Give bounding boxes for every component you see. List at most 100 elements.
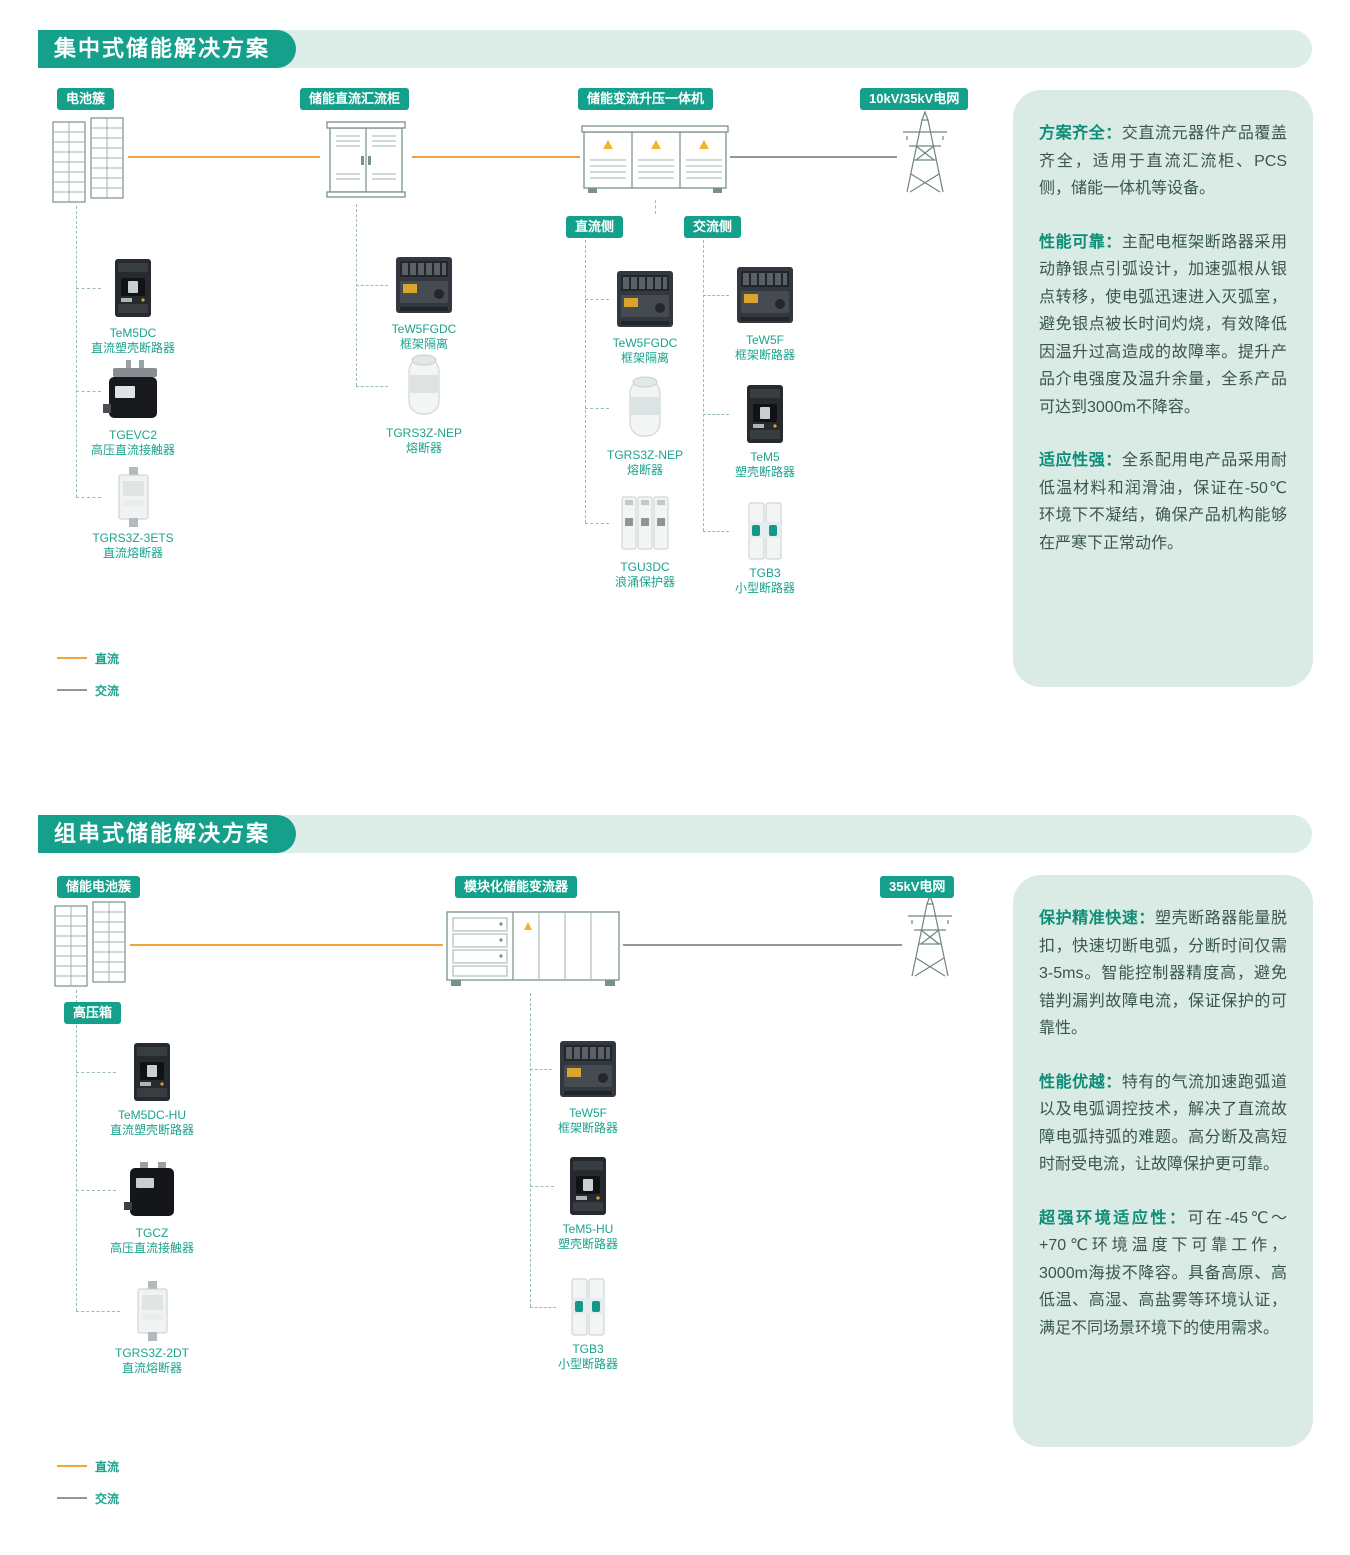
dashed-connector [585,299,609,300]
dc-side-label: 直流侧 [566,216,624,238]
product-label: TGRS3Z-2DT 直流熔断器 [77,1346,227,1376]
product-label: TeM5-HU 塑壳断路器 [513,1222,663,1252]
dashed-connector [76,391,101,392]
product-model: TeW5FGDC [391,322,457,336]
product-model: TGRS3Z-2DT [114,1346,189,1360]
dashed-connector [703,295,729,296]
section1-info-panel: 方案齐全：交直流元器件产品覆盖齐全，适用于直流汇流柜、PCS侧，储能一体机等设备… [1013,90,1313,687]
product-model: TGB3 [572,1342,604,1356]
ac-side-label: 交流侧 [684,216,742,238]
product-model: TeM5DC-HU [117,1108,186,1122]
info-lead: 超强环境适应性： [1039,1209,1188,1227]
product-model: TeW5FGDC [612,336,678,350]
legend-ac-line [57,1497,87,1499]
product-model: TGRS3Z-NEP [385,426,462,440]
hv-box-label: 高压箱 [64,1002,122,1024]
info-paragraph: 性能可靠：主配电框架断路器采用动静银点引弧设计，加速弧根从银点转移，使电弧迅速进… [1039,229,1287,422]
product-desc: 高压直流接触器 [109,1241,194,1255]
info-lead: 适应性强： [1039,452,1122,470]
info-body: 塑壳断路器能量脱扣，快速切断电弧，分断时间仅需3-5ms。智能控制器精度高，避免… [1039,910,1287,1038]
product-desc: 直流塑壳断路器 [109,1123,194,1137]
node-battery-cluster-label: 电池簇 [57,88,115,110]
legend-dc-line [57,657,87,659]
air-frame-breaker-icon [392,252,456,318]
dashed-connector [530,993,531,1307]
info-body: 主配电框架断路器采用动静银点引弧设计，加速弧根从银点转移，使电弧迅速进入灭弧室，… [1039,233,1287,416]
product-label: TGRS3Z-NEP 熔断器 [570,448,720,478]
dashed-connector [76,206,77,497]
product-model: TeW5F [745,333,784,347]
dashed-connector [530,1307,556,1308]
transmission-tower-icon [897,108,953,194]
dashed-connector [530,1186,554,1187]
product-model: TeM5-HU [562,1222,614,1236]
product-desc: 直流熔断器 [121,1361,182,1375]
cylindrical-fuse-icon [396,350,452,422]
info-paragraph: 保护精准快速：塑壳断路器能量脱扣，快速切断电弧，分断时间仅需3-5ms。智能控制… [1039,905,1287,1043]
dashed-connector [585,240,586,523]
air-frame-breaker-icon [613,266,677,332]
ac-connection-line [730,156,897,158]
combiner-cabinet-icon [320,112,412,204]
cylindrical-fuse-icon [617,372,673,444]
product-model: TGEVC2 [108,428,157,442]
dashed-connector [585,408,609,409]
hv-dc-contactor-icon [101,358,165,424]
info-paragraph: 性能优越：特有的气流加速跑弧道以及电弧调控技术，解决了直流故障电弧持弧的难题。高… [1039,1069,1287,1179]
dashed-connector [655,200,656,214]
dashed-connector [356,285,388,286]
info-body: 全系配用电产品采用耐低温材料和润滑油，保证在-50℃环境下不凝结，确保产品机构能… [1039,452,1287,552]
dc-connection-line [412,156,580,158]
air-frame-breaker-icon [556,1036,620,1102]
node-dc-combiner-label: 储能直流汇流柜 [300,88,410,110]
legend-ac-line [57,689,87,691]
dashed-connector [76,288,101,289]
product-desc: 框架隔离 [399,337,448,351]
info-lead: 方案齐全： [1039,125,1122,142]
product-model: TGCZ [135,1226,169,1240]
modular-converter-icon [443,898,623,993]
dashed-connector [585,523,609,524]
product-desc: 小型断路器 [557,1357,618,1371]
product-label: TGRS3Z-NEP 熔断器 [349,426,499,456]
product-label: TeM5DC 直流塑壳断路器 [58,326,208,356]
product-model: TeW5F [568,1106,607,1120]
dashed-connector [356,204,357,386]
product-label: TGU3DC 浪涌保护器 [570,560,720,590]
node-grid-label: 10kV/35kV电网 [860,88,969,110]
section2-info-panel: 保护精准快速：塑壳断路器能量脱扣，快速切断电弧，分断时间仅需3-5ms。智能控制… [1013,875,1313,1447]
info-paragraph: 方案齐全：交直流元器件产品覆盖齐全，适用于直流汇流柜、PCS侧，储能一体机等设备… [1039,120,1287,203]
dashed-connector [76,1311,120,1312]
info-paragraph: 适应性强：全系配用电产品采用耐低温材料和润滑油，保证在-50℃环境下不凝结，确保… [1039,447,1287,557]
product-label: TGCZ 高压直流接触器 [77,1226,227,1256]
legend-dc-label: 直流 [95,1460,120,1474]
battery-rack-icon [50,898,130,990]
product-label: TGB3 小型断路器 [690,566,840,596]
dc-connection-line [130,944,443,946]
product-desc: 浪涌保护器 [614,575,675,589]
dashed-connector [76,1072,116,1073]
dashed-connector [703,531,729,532]
dc-blade-fuse-icon [124,1280,180,1342]
node-grid-label: 35kV电网 [880,876,955,898]
product-desc: 框架断路器 [734,348,795,362]
info-body: 交直流元器件产品覆盖齐全，适用于直流汇流柜、PCS侧，储能一体机等设备。 [1039,125,1287,198]
product-model: TeM5DC [109,326,157,340]
product-label: TGEVC2 高压直流接触器 [58,428,208,458]
pcs-booster-machine-icon [580,112,730,200]
air-frame-breaker-icon [733,262,797,328]
dashed-connector [703,414,729,415]
legend-dc-label: 直流 [95,652,120,666]
product-desc: 直流熔断器 [102,546,163,560]
dashed-connector [356,386,388,387]
dashed-connector [530,1069,552,1070]
dc-blade-fuse-icon [105,466,161,528]
legend-dc-line [57,1465,87,1467]
product-desc: 塑壳断路器 [557,1237,618,1251]
molded-case-breaker-icon [120,1040,184,1104]
product-label: TeW5F 框架断路器 [513,1106,663,1136]
surge-protector-icon [613,490,677,556]
info-body: 特有的气流加速跑弧道以及电弧调控技术，解决了直流故障电弧持弧的难题。高分断及高短… [1039,1073,1287,1174]
product-model: TGB3 [749,566,781,580]
